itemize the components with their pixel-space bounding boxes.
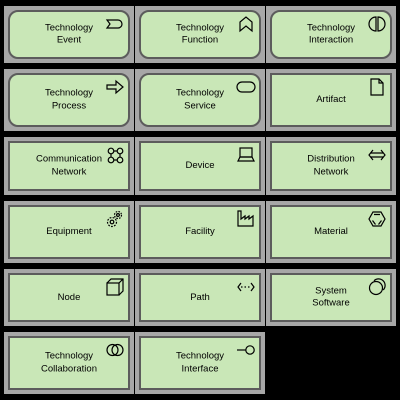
system-software-icon — [368, 278, 386, 296]
material-element[interactable]: Material — [270, 205, 392, 259]
technology-collaboration-label: Technology Collaboration — [41, 350, 97, 375]
technology-interface-element[interactable]: Technology Interface — [139, 336, 261, 390]
function-icon — [237, 15, 255, 33]
node-icon — [106, 278, 124, 296]
material-cell: Material — [266, 201, 396, 263]
artifact-element[interactable]: Artifact — [270, 73, 392, 127]
technology-function-cell: Technology Function — [135, 6, 265, 63]
device-element[interactable]: Device — [139, 141, 261, 191]
technology-interface-cell: Technology Interface — [135, 332, 265, 394]
distribution-network-icon — [368, 146, 386, 164]
technology-event-cell: Technology Event — [4, 6, 134, 63]
service-icon — [236, 78, 256, 96]
interaction-icon — [368, 15, 386, 33]
equipment-label: Equipment — [46, 225, 92, 237]
system-software-element[interactable]: System Software — [270, 273, 392, 322]
device-icon — [237, 146, 255, 164]
path-cell: Path — [135, 269, 265, 326]
artifact-label: Artifact — [316, 93, 346, 105]
technology-collaboration-element[interactable]: Technology Collaboration — [8, 336, 130, 390]
facility-icon — [237, 210, 255, 228]
technology-interaction-label: Technology Interaction — [306, 22, 356, 46]
node-cell: Node — [4, 269, 134, 326]
process-arrow-icon — [106, 78, 124, 96]
technology-process-element[interactable]: Technology Process — [8, 73, 130, 127]
technology-service-cell: Technology Service — [135, 69, 265, 131]
node-element[interactable]: Node — [8, 273, 130, 322]
distribution-network-cell: Distribution Network — [266, 137, 396, 195]
technology-process-label: Technology Process — [44, 87, 94, 112]
path-element[interactable]: Path — [139, 273, 261, 322]
equipment-cell: Equipment — [4, 201, 134, 263]
artifact-cell: Artifact — [266, 69, 396, 131]
communication-network-element[interactable]: Communication Network — [8, 141, 130, 191]
distribution-network-label: Distribution Network — [307, 153, 355, 178]
system-software-label: System Software — [312, 285, 350, 309]
technology-process-cell: Technology Process — [4, 69, 134, 131]
path-icon — [237, 278, 255, 296]
path-label: Path — [190, 291, 210, 303]
event-icon — [105, 15, 124, 33]
technology-interface-label: Technology Interface — [175, 350, 225, 375]
technology-event-label: Technology Event — [44, 22, 94, 46]
technology-event-element[interactable]: Technology Event — [8, 10, 130, 59]
collaboration-icon — [106, 341, 124, 359]
communication-network-label: Communication Network — [36, 153, 102, 178]
facility-element[interactable]: Facility — [139, 205, 261, 259]
facility-label: Facility — [185, 225, 215, 237]
equipment-gears-icon — [106, 210, 124, 228]
technology-function-label: Technology Function — [175, 22, 225, 46]
technology-service-label: Technology Service — [175, 87, 225, 112]
technology-service-element[interactable]: Technology Service — [139, 73, 261, 127]
interface-icon — [237, 341, 255, 359]
distribution-network-element[interactable]: Distribution Network — [270, 141, 392, 191]
technology-interaction-cell: Technology Interaction — [266, 6, 396, 63]
artifact-icon — [368, 78, 386, 96]
communication-network-icon — [106, 146, 124, 164]
facility-cell: Facility — [135, 201, 265, 263]
material-icon — [368, 210, 386, 228]
technology-collaboration-cell: Technology Collaboration — [4, 332, 134, 394]
communication-network-cell: Communication Network — [4, 137, 134, 195]
node-label: Node — [57, 291, 81, 303]
technology-function-element[interactable]: Technology Function — [139, 10, 261, 59]
device-cell: Device — [135, 137, 265, 195]
device-label: Device — [185, 159, 215, 171]
technology-interaction-element[interactable]: Technology Interaction — [270, 10, 392, 59]
material-label: Material — [314, 225, 348, 237]
equipment-element[interactable]: Equipment — [8, 205, 130, 259]
system-software-cell: System Software — [266, 269, 396, 326]
